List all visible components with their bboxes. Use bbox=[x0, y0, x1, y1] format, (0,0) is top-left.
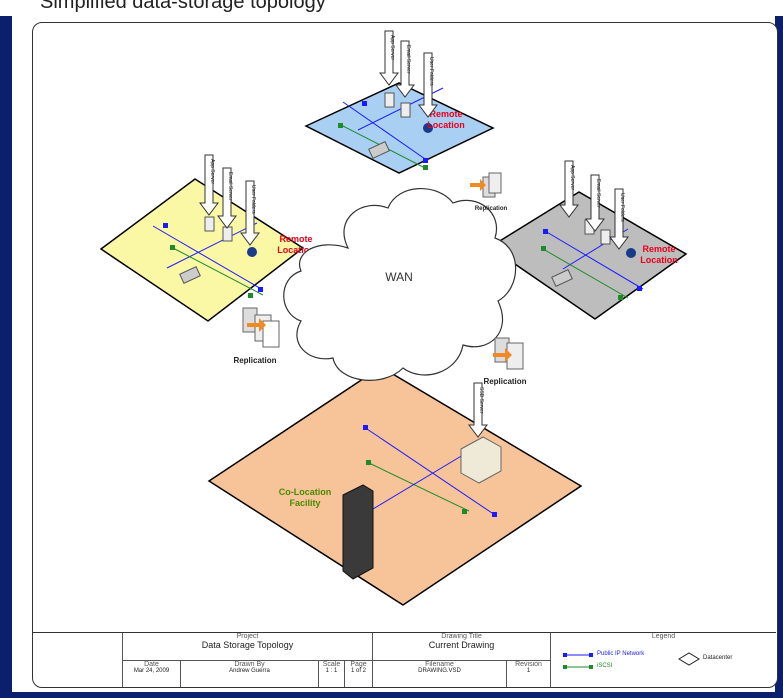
tb-date-value: Mar 24, 2009 bbox=[133, 668, 170, 674]
tb-drawing-title-label: Drawing Title bbox=[441, 633, 482, 640]
tb-revision-label: Revision bbox=[515, 661, 542, 668]
top-caption: Simplified data-storage topology bbox=[40, 0, 326, 13]
replication-right-label: Replication bbox=[483, 377, 526, 386]
site-remote-right-label-1: Remote bbox=[642, 244, 675, 254]
topology-diagram: Remote Location Remote Location bbox=[99, 30, 688, 606]
site-colo-plate bbox=[207, 366, 583, 606]
site-remote-left: Remote Location bbox=[99, 178, 315, 322]
diagram-sheet: Remote Location Remote Location bbox=[32, 22, 778, 688]
legend-iscsi: iSCSI bbox=[597, 663, 613, 669]
site-remote-right: Remote Location bbox=[488, 191, 688, 320]
tb-legend: Legend Public IP Network iSCSI Datacente… bbox=[550, 633, 776, 687]
replication-arrow-icon bbox=[470, 179, 486, 191]
wan-label: WAN bbox=[385, 270, 413, 284]
tb-date: Date Mar 24, 2009 bbox=[122, 661, 180, 687]
site-remote-top-label-1: Remote bbox=[429, 109, 462, 119]
tb-revision: Revision 1 bbox=[506, 661, 550, 687]
site-colo: Co-Location Facility bbox=[207, 366, 583, 606]
tb-drawing-title-value: Current Drawing bbox=[428, 640, 495, 650]
tb-page-value: 1 of 2 bbox=[350, 668, 366, 674]
wan-cloud: WAN bbox=[283, 188, 517, 381]
site-colo-label-2: Facility bbox=[289, 498, 320, 508]
tb-filename-label: Filename bbox=[425, 661, 454, 668]
tb-filename: Filename DRAWING.VSD bbox=[372, 661, 506, 687]
site-remote-top-plate bbox=[304, 82, 495, 174]
title-block: Project Data Storage Topology Drawing Ti… bbox=[32, 632, 776, 687]
callout-right-app: App Server bbox=[569, 165, 575, 190]
tb-scale-value: 1 : 1 bbox=[325, 668, 338, 674]
callout-top-user: User Folders bbox=[428, 57, 434, 86]
replication-right: Replication bbox=[483, 337, 527, 386]
tb-project: Project Data Storage Topology bbox=[122, 633, 372, 661]
tb-logo-area bbox=[32, 633, 122, 687]
tb-scale: Scale 1 : 1 bbox=[318, 661, 344, 687]
replication-left-label: Replication bbox=[233, 356, 276, 365]
replication-left: Replication bbox=[233, 307, 280, 365]
site-remote-left-label-1: Remote bbox=[279, 234, 312, 244]
callout-left-email: Email Server bbox=[227, 172, 233, 201]
drawing-area: Remote Location Remote Location bbox=[12, 16, 778, 692]
tb-revision-value: 1 bbox=[526, 668, 531, 674]
tb-project-value: Data Storage Topology bbox=[201, 640, 294, 650]
tb-drawing-title: Drawing Title Current Drawing bbox=[372, 633, 550, 661]
callout-colo-ssd: SSD Server bbox=[478, 387, 484, 414]
site-remote-right-label-2: Location bbox=[640, 255, 678, 265]
tb-drawn-by-label: Drawn By bbox=[234, 661, 265, 668]
datacenter-icon bbox=[678, 652, 700, 666]
site-colo-label-1: Co-Location bbox=[279, 487, 332, 497]
legend-graphic bbox=[563, 652, 700, 669]
replication-top: Replication bbox=[470, 172, 508, 212]
callouts: App Server Email Server User Folders App… bbox=[199, 30, 629, 438]
tb-date-label: Date bbox=[144, 661, 159, 668]
tb-project-label: Project bbox=[236, 633, 259, 640]
rack-icon bbox=[342, 484, 374, 580]
callout-left-app: App Server bbox=[209, 159, 215, 184]
tb-drawn-by-value: Andrew Guerra bbox=[229, 668, 270, 674]
callout-left-user: User Folders bbox=[250, 185, 256, 214]
site-remote-top: Remote Location bbox=[304, 82, 495, 174]
replication-arrow-icon bbox=[247, 318, 266, 332]
callout-right-email: Email Server bbox=[595, 179, 601, 208]
tb-scale-label: Scale bbox=[322, 661, 341, 668]
callout-right-user: User Folders bbox=[619, 193, 625, 222]
callout-top-app: App Server bbox=[389, 35, 395, 60]
colo-server-icon bbox=[460, 436, 502, 484]
tb-drawn-by: Drawn By Andrew Guerra bbox=[180, 661, 318, 687]
callout-top-email: Email Server bbox=[405, 45, 411, 74]
replication-arrow-icon bbox=[493, 348, 512, 362]
replication-top-label: Replication bbox=[475, 206, 508, 212]
tb-legend-label: Legend bbox=[651, 633, 676, 640]
site-remote-top-label-2: Location bbox=[427, 120, 465, 130]
tb-filename-value: DRAWING.VSD bbox=[418, 668, 461, 674]
site-remote-left-label-2: Location bbox=[277, 245, 315, 255]
legend-datacenter: Datacenter bbox=[703, 655, 733, 661]
top-caption-sliver: Simplified data-storage topology bbox=[0, 0, 783, 16]
tb-page-label: Page bbox=[350, 661, 367, 668]
legend-public-ip: Public IP Network bbox=[597, 651, 645, 657]
tb-page: Page 1 of 2 bbox=[344, 661, 372, 687]
